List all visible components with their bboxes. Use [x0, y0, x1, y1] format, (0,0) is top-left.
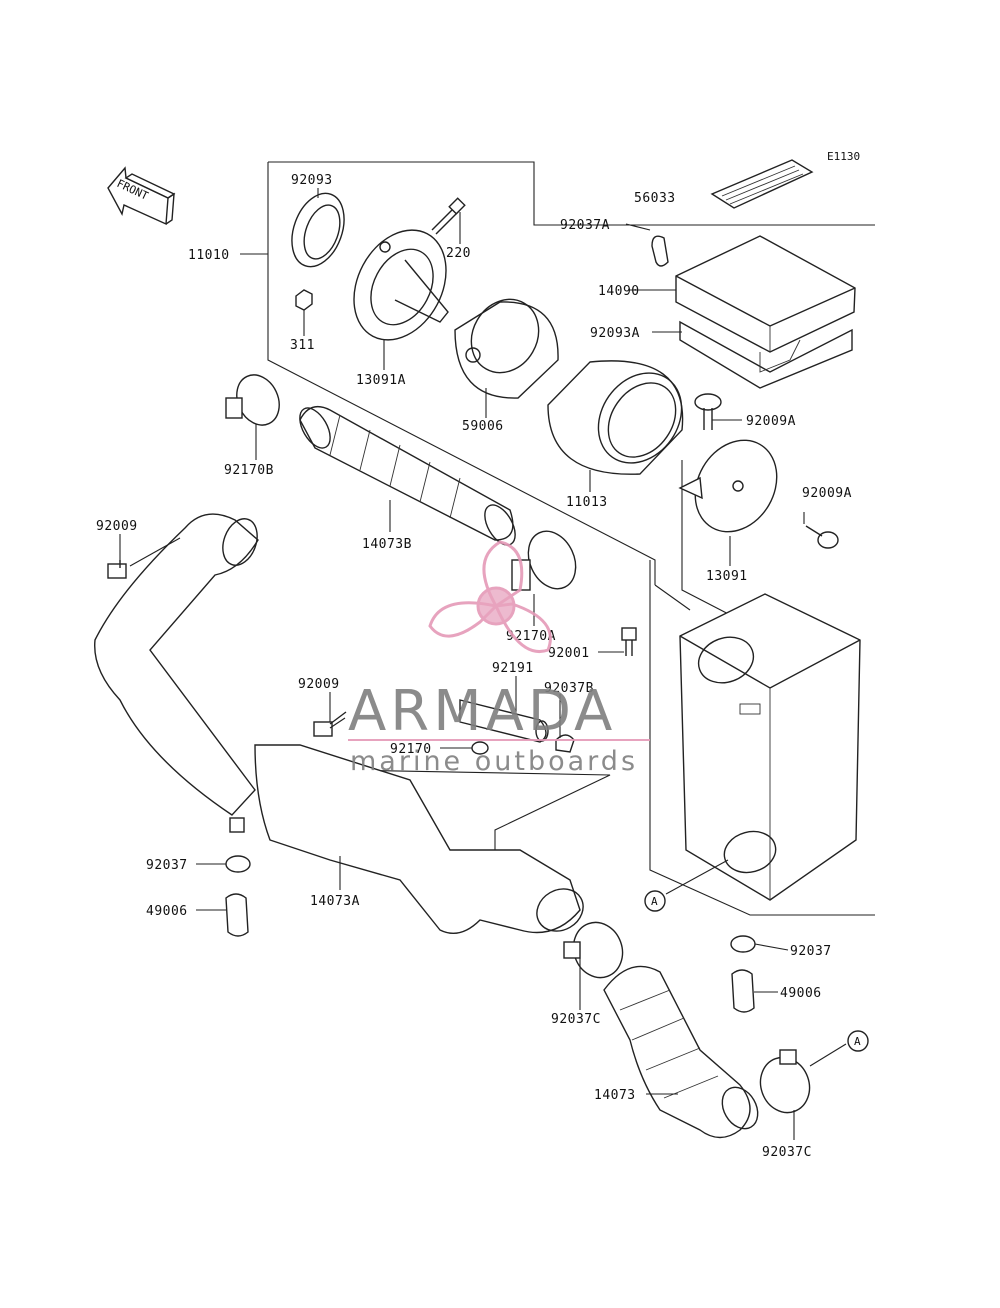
part-92037a-clip — [651, 235, 669, 267]
part-92093-seal — [291, 192, 345, 268]
part-label: 92009A — [746, 414, 796, 429]
part-92009-bolt-upper — [107, 560, 127, 579]
part-label: 49006 — [780, 986, 822, 1001]
ref-marker-text: A — [854, 1035, 861, 1048]
part-label: 92037C — [551, 1012, 601, 1027]
part-label: 92191 — [492, 661, 534, 676]
diagram-code: E1130 — [827, 150, 860, 163]
part-airbox-housing — [679, 593, 861, 901]
part-56033-plate — [710, 159, 814, 209]
part-label: 92037 — [790, 944, 832, 959]
part-label: 13091 — [706, 569, 748, 584]
part-label: 92170 — [390, 742, 432, 757]
leader-lines — [119, 188, 847, 1140]
part-14073a-lower-duct — [229, 744, 584, 934]
part-label: 92093A — [590, 326, 640, 341]
part-upper-duct — [94, 513, 259, 816]
part-92009-bolt-lower — [313, 711, 347, 737]
part-14090-lid — [675, 235, 856, 389]
part-label: 92037C — [762, 1145, 812, 1160]
part-label: 92037B — [544, 681, 594, 696]
part-92009a-screw-lower — [805, 525, 839, 549]
part-92037c-clamp-mid — [563, 921, 624, 979]
part-311-nut — [295, 289, 313, 311]
part-92170b-clamp — [225, 374, 280, 426]
part-92001-bolt — [621, 627, 637, 656]
part-label: 14090 — [598, 284, 640, 299]
part-13091a-cover — [353, 229, 449, 341]
part-label: 14073A — [310, 894, 360, 909]
part-label: 49006 — [146, 904, 188, 919]
propeller-logo-icon — [428, 540, 552, 653]
part-92170a-clamp — [527, 530, 577, 590]
part-label: 92001 — [548, 646, 590, 661]
watermark: ARMADA marine outboards — [348, 540, 650, 777]
watermark-tagline: marine outboards — [350, 746, 638, 777]
ref-marker-text: A — [651, 895, 658, 908]
part-label: 92037A — [560, 218, 610, 233]
front-arrow-icon: FRONT — [107, 166, 176, 226]
watermark-brand: ARMADA — [348, 679, 616, 744]
part-14073b-mesh-tube — [299, 406, 516, 546]
part-220-bolt — [431, 197, 466, 235]
part-labels: 92093 56033 220 92037A 11010 14090 92093… — [96, 173, 852, 1160]
part-13091-disc — [678, 439, 778, 533]
part-label: 11010 — [188, 248, 230, 263]
part-label: 14073B — [362, 537, 412, 552]
part-label: 311 — [290, 338, 315, 353]
part-label: 92009A — [802, 486, 852, 501]
part-label: 92009 — [96, 519, 138, 534]
part-label: 220 — [446, 246, 471, 261]
part-11013-element — [547, 360, 684, 475]
part-label: 92093 — [291, 173, 333, 188]
part-59006-filter — [454, 298, 559, 399]
part-92037-clamp-right — [730, 935, 756, 953]
part-label: 59006 — [462, 419, 504, 434]
part-label: 56033 — [634, 191, 676, 206]
part-92037c-clamp-right — [759, 1049, 811, 1114]
part-label: 11013 — [566, 495, 608, 510]
part-92037-clamp-left — [225, 855, 251, 873]
part-label: 92009 — [298, 677, 340, 692]
part-label: 92037 — [146, 858, 188, 873]
ref-marker-a-left: A — [644, 890, 666, 912]
ref-marker-a-right: A — [847, 1030, 869, 1052]
part-label: 92170B — [224, 463, 274, 478]
part-92009a-screw-upper — [694, 393, 722, 430]
part-label: 14073 — [594, 1088, 636, 1103]
part-label: 13091A — [356, 373, 406, 388]
assembly-bracket — [240, 161, 875, 916]
part-49006-sleeve-right — [731, 969, 755, 1013]
part-92191-hose — [459, 699, 549, 743]
part-49006-sleeve-left — [225, 893, 249, 937]
